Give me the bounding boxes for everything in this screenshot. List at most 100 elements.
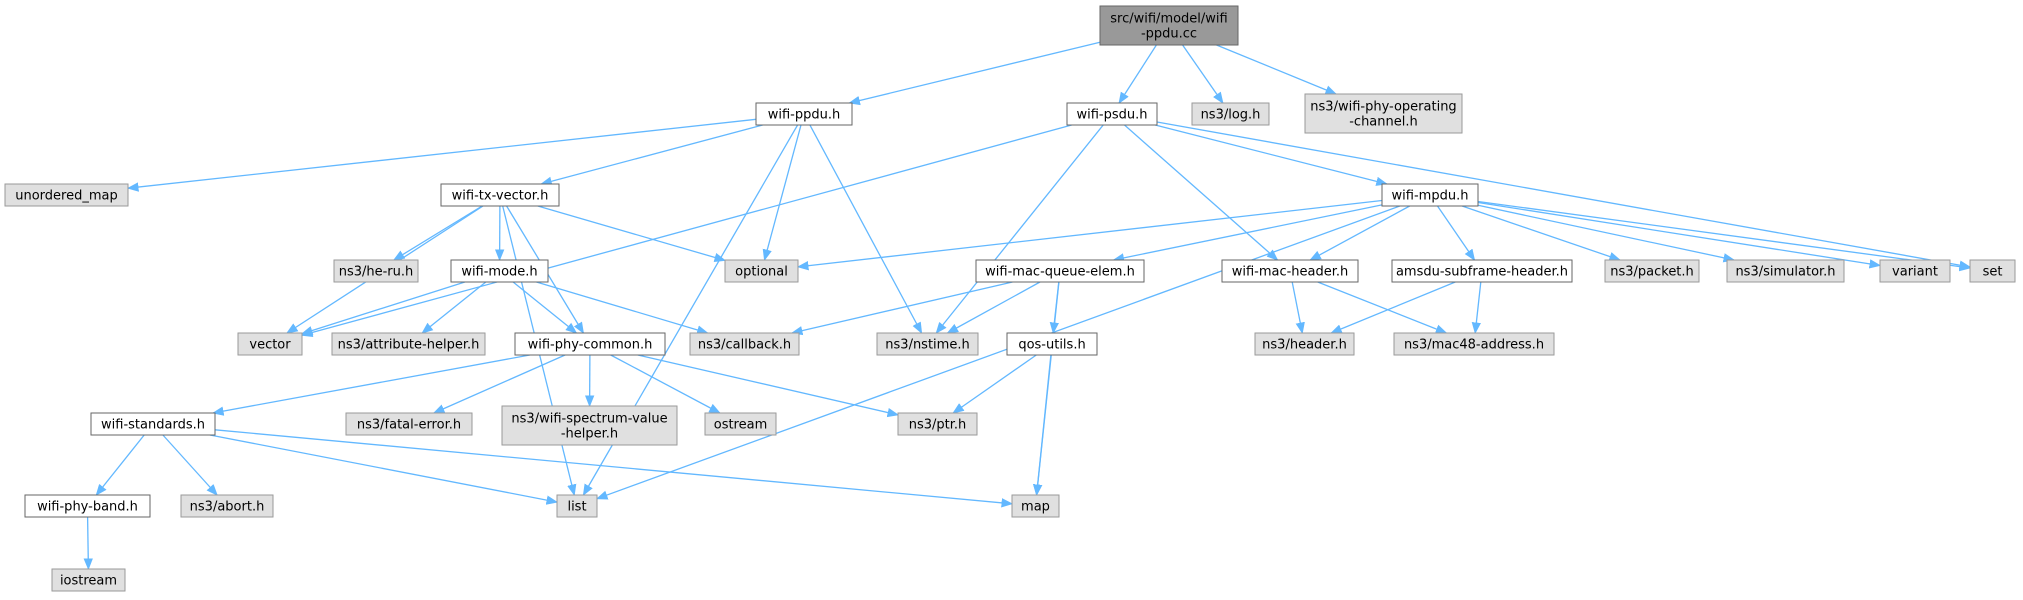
edge-wifi-mode-h-to-wifi-phy-common-h — [512, 281, 578, 334]
node-label: variant — [1892, 265, 1938, 280]
edge-wifi-mpdu-h-to-set — [1477, 200, 1972, 272]
edges-layer — [83, 41, 1972, 571]
node-label: ns3/nstime.h — [885, 338, 969, 353]
node-wifi-ppdu-h[interactable]: wifi-ppdu.h — [755, 102, 853, 126]
node-label: wifi-standards.h — [101, 418, 205, 433]
node-label: ns3/fatal-error.h — [357, 418, 461, 433]
edge-wifi-ppdu-h-to-wifi-tx-vector-h — [540, 124, 763, 186]
node-box — [1011, 494, 1060, 518]
node-label: ns3/mac48-address.h — [1404, 338, 1544, 353]
node-ns3-he-ru-h: ns3/he-ru.h — [333, 259, 419, 283]
node-label: ns3/log.h — [1201, 108, 1261, 123]
node-wifi-phy-common-h[interactable]: wifi-phy-common.h — [514, 332, 666, 356]
node-box — [897, 412, 978, 436]
node-wifi-psdu-h[interactable]: wifi-psdu.h — [1066, 102, 1158, 126]
node-label: ostream — [714, 418, 768, 433]
edge-wifi-standards-h-to-list — [209, 434, 559, 505]
edge-qos-utils-h-to-map — [1033, 354, 1052, 497]
node-label: ns3/header.h — [1262, 338, 1347, 353]
node-box — [556, 494, 598, 518]
node-ns3-nstime-h: ns3/nstime.h — [876, 332, 979, 356]
edge-wifi-standards-h-to-wifi-phy-band-h — [95, 434, 145, 496]
edge-wifi-mac-queue-elem-h-to-ns3-callback-h — [790, 281, 1013, 336]
edge-root-to-wifi-psdu-h — [1118, 44, 1157, 104]
edge-wifi-phy-common-h-to-ns3-fatal-error-h — [432, 354, 566, 414]
node-ns3-simulator-h: ns3/simulator.h — [1726, 259, 1845, 283]
node-list: list — [556, 494, 598, 518]
edge-wifi-mode-h-to-vector — [300, 281, 466, 336]
node-ns3-wifi-spectrum-value-helper-h: ns3/wifi-spectrum-value-helper.h — [501, 405, 678, 446]
node-box — [1006, 332, 1098, 356]
node-ns3-log-h: ns3/log.h — [1191, 102, 1270, 126]
edge-wifi-mode-h-to-ns3-callback-h — [536, 281, 709, 335]
node-label: optional — [735, 265, 788, 280]
nodes-layer: src/wifi/model/wifi-ppdu.cc wifi-ppdu.h wi… — [4, 5, 2016, 592]
node-wifi-tx-vector-h[interactable]: wifi-tx-vector.h — [440, 183, 560, 207]
edge-wifi-phy-common-h-to-ostream — [610, 354, 721, 414]
edge-wifi-ppdu-h-to-optional — [762, 124, 802, 262]
node-label: wifi-phy-common.h — [528, 338, 653, 353]
node-label: ns3/packet.h — [1610, 265, 1694, 280]
node-box — [1604, 259, 1700, 283]
node-label: map — [1021, 500, 1050, 515]
node-box — [1221, 259, 1359, 283]
node-box — [4, 183, 129, 207]
node-label: ns3/wifi-spectrum-value — [511, 412, 667, 427]
node-label: ns3/wifi-phy-operating — [1310, 100, 1456, 115]
node-box — [1393, 332, 1555, 356]
node-box — [724, 259, 799, 283]
node-ns3-fatal-error-h: ns3/fatal-error.h — [345, 412, 473, 436]
node-box — [876, 332, 979, 356]
node-label: -channel.h — [1349, 115, 1418, 130]
node-ns3-abort-h: ns3/abort.h — [180, 494, 274, 518]
node-box — [689, 332, 800, 356]
node-wifi-mac-header-h[interactable]: wifi-mac-header.h — [1221, 259, 1359, 283]
edge-wifi-mpdu-h-to-amsdu-subframe-header-h — [1436, 205, 1476, 261]
node-label: qos-utils.h — [1018, 338, 1085, 353]
node-wifi-standards-h[interactable]: wifi-standards.h — [90, 412, 216, 436]
edge-wifi-mac-header-h-to-ns3-mac48-address-h — [1317, 281, 1448, 334]
node-label: ns3/simulator.h — [1735, 265, 1835, 280]
edge-wifi-mac-header-h-to-ns3-header-h — [1291, 281, 1305, 335]
node-wifi-mac-queue-elem-h[interactable]: wifi-mac-queue-elem.h — [975, 259, 1145, 283]
edge-wifi-phy-common-h-to-wifi-standards-h — [211, 354, 531, 416]
node-ns3-ptr-h: ns3/ptr.h — [897, 412, 978, 436]
edge-root-to-wifi-ppdu-h — [848, 41, 1101, 106]
node-label: amsdu-subframe-header.h — [1396, 265, 1568, 280]
node-wifi-mode-h[interactable]: wifi-mode.h — [450, 259, 549, 283]
node-box — [1879, 259, 1951, 283]
node-label: wifi-tx-vector.h — [452, 189, 549, 204]
edge-wifi-psdu-h-to-vector — [300, 124, 1072, 338]
node-label: wifi-phy-band.h — [37, 500, 138, 515]
node-box — [1304, 93, 1463, 134]
node-ns3-attribute-helper-h: ns3/attribute-helper.h — [331, 332, 486, 356]
node-label: wifi-ppdu.h — [768, 108, 841, 123]
node-label: ns3/callback.h — [698, 338, 791, 353]
edge-wifi-mpdu-h-to-ns3-packet-h — [1461, 205, 1622, 262]
edge-amsdu-subframe-header-h-to-ns3-header-h — [1330, 281, 1456, 334]
node-label: iostream — [60, 574, 117, 589]
edge-wifi-psdu-h-to-wifi-mac-header-h — [1124, 124, 1279, 261]
node-amsdu-subframe-header-h[interactable]: amsdu-subframe-header.h — [1391, 259, 1573, 283]
node-label: -helper.h — [561, 427, 618, 442]
node-qos-utils-h[interactable]: qos-utils.h — [1006, 332, 1098, 356]
node-box — [975, 259, 1145, 283]
node-wifi-mpdu-h[interactable]: wifi-mpdu.h — [1381, 183, 1479, 207]
node-label: src/wifi/model/wifi — [1110, 12, 1227, 27]
edge-wifi-ppdu-h-to-unordered-map — [126, 118, 757, 192]
node-ns3-header-h: ns3/header.h — [1254, 332, 1355, 356]
node-label: wifi-mac-queue-elem.h — [985, 265, 1135, 280]
node-wifi-phy-band-h[interactable]: wifi-phy-band.h — [24, 494, 151, 518]
node-optional: optional — [724, 259, 799, 283]
node-box — [704, 412, 777, 436]
node-box — [450, 259, 549, 283]
node-root: src/wifi/model/wifi-ppdu.cc — [1099, 5, 1239, 46]
node-ns3-mac48-address-h: ns3/mac48-address.h — [1393, 332, 1555, 356]
node-box — [1726, 259, 1845, 283]
node-label: ns3/abort.h — [190, 500, 265, 515]
edge-wifi-psdu-h-to-ns3-nstime-h — [935, 124, 1104, 334]
edge-qos-utils-h-to-ns3-ptr-h — [952, 354, 1037, 414]
node-box — [501, 405, 678, 446]
edge-wifi-mac-queue-elem-h-to-ns3-nstime-h — [946, 281, 1041, 334]
